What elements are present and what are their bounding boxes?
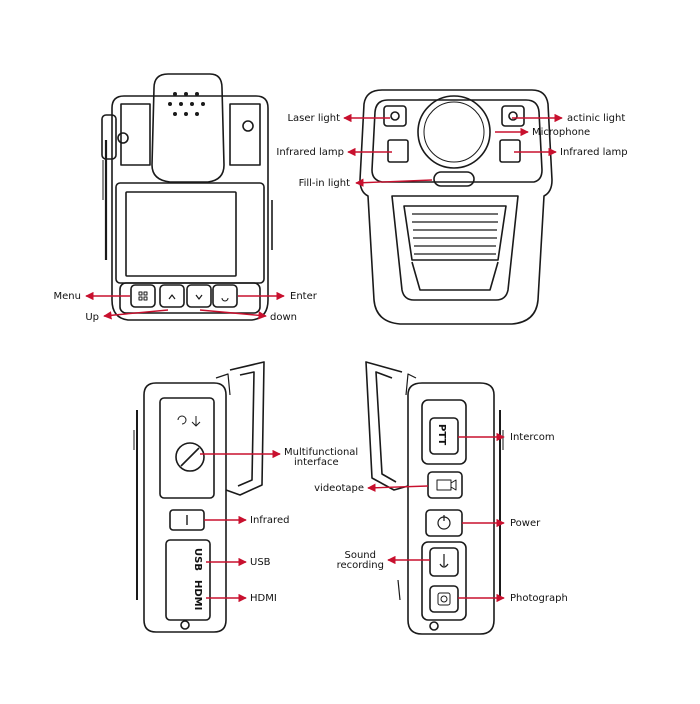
arrow-fill-in-light [355,178,433,187]
video-camera-icon [436,479,457,491]
microphone-icon [439,554,449,568]
fill-in-light-icon [433,171,475,187]
camera-lens-icon [417,95,491,169]
port-label-hdmi: HDMI [192,580,203,610]
speaker-grille-icon [168,92,205,116]
label-infrared: Infrared [250,515,289,526]
headphone-icon [177,415,187,425]
arrow-down [199,309,267,320]
label-microphone: Microphone [532,127,590,138]
label-sound-recording-1: Sound [345,550,377,561]
label-usb: USB [250,557,271,568]
usb-hdmi-cover [165,539,211,621]
label-up: Up [85,312,99,323]
label-power: Power [510,518,541,529]
front-view [101,73,273,321]
label-multifunctional-2: interface [294,457,339,468]
clip-top [151,73,225,183]
videotape-button[interactable] [427,471,463,499]
down-arrow-icon [195,294,203,300]
ptt-button-label: PTT [436,424,447,445]
label-actinic-light: actinic light [567,113,625,124]
label-infrared-lamp-left: Infrared lamp [276,147,344,158]
up-arrow-icon [168,294,176,300]
ptt-button[interactable] [429,417,459,455]
label-multifunctional-1: Multifunctional [284,447,358,458]
label-photograph: Photograph [510,593,568,604]
photograph-button[interactable] [429,585,459,613]
label-intercom: Intercom [510,432,555,443]
multifunctional-interface-cover [159,397,215,499]
front-screw-icon [117,132,129,144]
laser-light-icon [383,105,407,127]
down-button[interactable] [186,284,212,308]
enter-button[interactable] [212,284,238,308]
label-menu: Menu [54,291,81,302]
label-enter: Enter [290,291,318,302]
label-fill-in-light: Fill-in light [299,178,351,189]
arrow-up [103,309,169,320]
power-button[interactable] [425,509,463,537]
label-laser-light: Laser light [287,113,340,124]
label-videotape: videotape [314,483,364,494]
label-down: down [270,312,297,323]
camera-icon [437,592,451,606]
multifunctional-interface-screw-icon [175,442,205,472]
sound-recording-button[interactable] [429,547,459,577]
back-view [359,89,553,325]
label-hdmi: HDMI [250,593,277,604]
enter-icon [221,297,229,302]
label-infrared-lamp-right: Infrared lamp [560,147,628,158]
port-label-usb: USB [192,548,203,571]
up-button[interactable] [159,284,185,308]
front-screen [125,191,237,277]
infrared-lamp-left-icon [387,139,409,163]
menu-grid-icon [138,291,148,301]
menu-button[interactable] [130,284,156,308]
clip-ribs [412,213,498,255]
callout-arrows [85,113,563,603]
right-side-view [365,361,504,635]
mic-icon [191,416,201,427]
left-side-view [133,361,265,633]
label-sound-recording-2: recording [337,560,384,571]
arrow-videotape [367,483,429,492]
infrared-lamp-right-icon [499,139,521,163]
labels: Menu Enter Up down Laser light actinic l… [54,113,628,610]
